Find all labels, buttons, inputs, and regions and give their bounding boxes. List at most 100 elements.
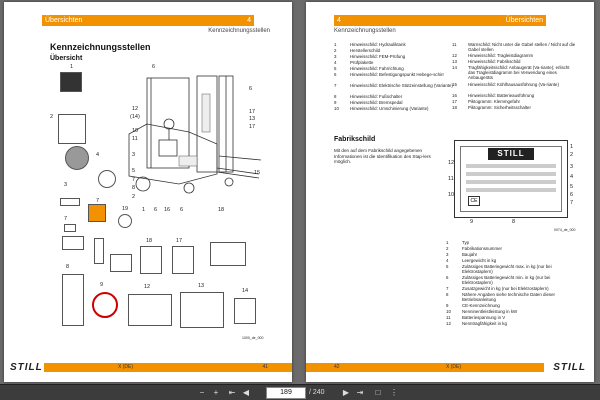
callout-5: 5 <box>132 168 136 174</box>
fabric-plate-illustration: STILL CE 1 2 3 4 5 6 7 12 11 10 9 8 <box>448 136 576 226</box>
forklift-illustration <box>128 75 262 194</box>
label-hand-crush <box>62 236 84 250</box>
callout-16: 16 <box>164 207 171 213</box>
label-attachment <box>234 298 256 324</box>
callout-3b: 3 <box>64 182 68 188</box>
callout-13: 13 <box>249 116 256 122</box>
callout-4: 4 <box>96 152 100 158</box>
callout-3: 3 <box>132 152 136 158</box>
subsection-label: Kennzeichnungsstellen <box>208 28 270 34</box>
still-logo: STILL <box>10 362 43 373</box>
callout-7b: 7 <box>64 216 68 222</box>
label-inspection-sticker <box>98 170 116 188</box>
callout-6b: 6 <box>154 207 158 213</box>
plate-callout-5: 5 <box>570 184 574 190</box>
fabrikschild-heading: Fabrikschild <box>334 136 376 143</box>
plate-callout-8: 8 <box>512 219 516 225</box>
section-title: Übersichten <box>45 17 83 24</box>
callout-7: 7 <box>132 177 136 183</box>
plate-callout-10: 10 <box>448 192 455 198</box>
callout-8: 8 <box>132 185 136 191</box>
plate-callout-1: 1 <box>570 144 574 150</box>
label-brake <box>118 214 132 228</box>
callout-2b: 2 <box>50 114 54 120</box>
next-page-icon[interactable]: ▶ <box>342 388 350 397</box>
callout-15: 15 <box>254 170 261 176</box>
label-fem-check <box>65 146 89 170</box>
menu-icon[interactable]: ⋮ <box>390 388 398 397</box>
callout-12: 12 <box>132 106 139 112</box>
zoom-out-icon[interactable]: − <box>199 388 205 397</box>
callout-19: 19 <box>122 206 129 212</box>
plate-callout-4: 4 <box>570 174 574 180</box>
plate-callout-2: 2 <box>570 152 574 158</box>
label-foot-switch <box>64 224 76 232</box>
fit-page-icon[interactable]: □ <box>375 388 381 397</box>
document-viewer[interactable]: Übersichten 4 Kennzeichnungsstellen Kenn… <box>0 0 600 384</box>
footer-code-right: X (DE) <box>446 364 461 370</box>
callout-13b: 13 <box>198 283 205 289</box>
first-page-icon[interactable]: ⇤ <box>228 388 236 397</box>
plate-callout-3: 3 <box>570 164 574 170</box>
callout-8b: 8 <box>66 264 70 270</box>
plate-callout-9: 9 <box>470 219 474 225</box>
label-load-diagram <box>128 294 172 326</box>
section-header-bar-right: 4 Übersichten <box>334 15 546 26</box>
plate-callout-7: 7 <box>570 200 574 206</box>
section-number: 4 <box>247 17 251 24</box>
page-subheading: Übersicht <box>50 55 83 62</box>
page-41: Übersichten 4 Kennzeichnungsstellen Kenn… <box>4 2 292 382</box>
callout-1: 1 <box>142 207 146 213</box>
callout-17c: 17 <box>176 238 183 244</box>
zoom-in-icon[interactable]: + <box>213 388 219 397</box>
callout-6d: 6 <box>249 86 253 92</box>
page-number-input[interactable]: 189 <box>266 387 306 399</box>
callout-6c: 6 <box>180 207 184 213</box>
label-hook <box>88 204 106 222</box>
callout-18: 18 <box>218 207 225 213</box>
label-no-stand <box>94 238 104 264</box>
plate-brand: STILL <box>488 148 534 160</box>
callout-1b: 1 <box>70 64 74 70</box>
callout-9: 9 <box>100 282 104 288</box>
callout-17a: 17 <box>249 109 256 115</box>
last-page-icon[interactable]: ⇥ <box>356 388 364 397</box>
plate-callout-6: 6 <box>570 192 574 198</box>
previous-page-icon[interactable]: ◀ <box>242 388 250 397</box>
footer-code: X (DE) <box>118 364 133 370</box>
page-number-right: 42 <box>334 364 340 370</box>
page-heading: Kennzeichnungsstellen <box>50 42 151 52</box>
label-load-chart <box>62 274 84 326</box>
page-footer-right: 42 X (DE) <box>306 363 544 372</box>
still-logo-right: STILL <box>553 362 586 373</box>
page-number: 41 <box>262 364 268 370</box>
page-footer: X (DE) 41 <box>44 363 292 372</box>
drawing-ref-right: 0074_de_000 <box>554 228 576 232</box>
callout-6: 6 <box>152 64 156 70</box>
callout-17b: 17 <box>249 124 256 130</box>
callout-12b: 12 <box>144 284 151 290</box>
callout-18b: 18 <box>146 238 153 244</box>
label-manufacturer-plate <box>58 114 86 144</box>
